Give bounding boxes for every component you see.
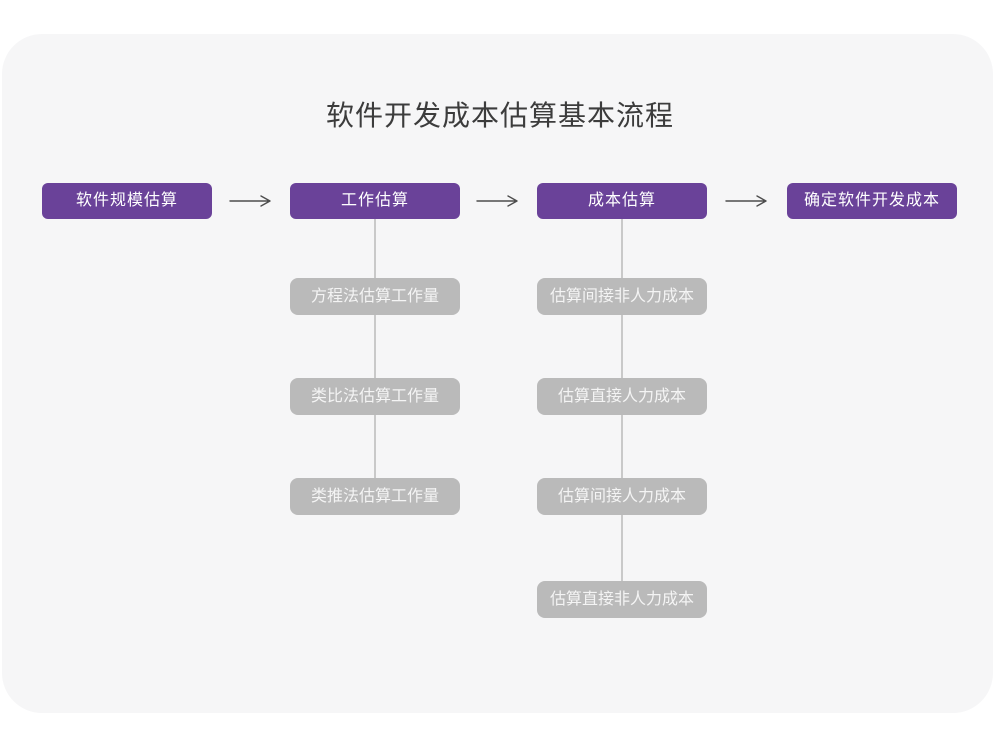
stage-node-cost-estimation: 成本估算: [537, 183, 707, 219]
cost-item-node-direct-labor: 估算直接人力成本: [537, 378, 707, 415]
canvas-card: [2, 34, 993, 713]
stage-node-software-size-estimation: 软件规模估算: [42, 183, 212, 219]
right-arrow-icon: [476, 194, 520, 208]
right-arrow-icon: [229, 194, 273, 208]
work-method-node-analogy: 类比法估算工作量: [290, 378, 460, 415]
work-method-node-extrapolation: 类推法估算工作量: [290, 478, 460, 515]
cost-item-node-indirect-labor: 估算间接人力成本: [537, 478, 707, 515]
work-method-node-equation: 方程法估算工作量: [290, 278, 460, 315]
connector-line-work-methods: [374, 218, 376, 480]
stage-node-determine-dev-cost: 确定软件开发成本: [787, 183, 957, 219]
cost-item-node-indirect-nonlabor: 估算间接非人力成本: [537, 278, 707, 315]
right-arrow-icon: [725, 194, 769, 208]
cost-item-node-direct-nonlabor: 估算直接非人力成本: [537, 581, 707, 618]
diagram-title: 软件开发成本估算基本流程: [325, 100, 674, 131]
stage-node-work-estimation: 工作估算: [290, 183, 460, 219]
